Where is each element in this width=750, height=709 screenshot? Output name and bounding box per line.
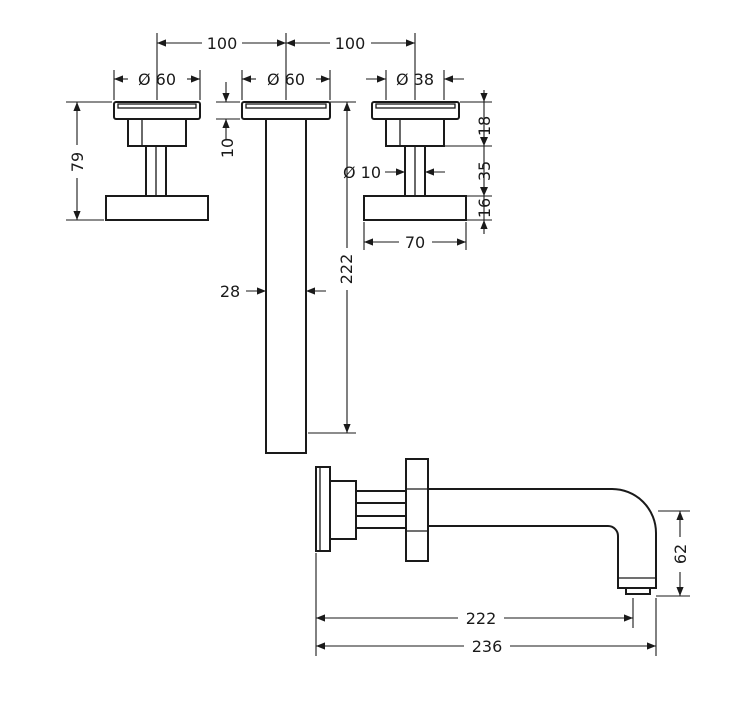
- dim-spacing-right: 100: [286, 34, 415, 53]
- dim-spacing-left: 100: [157, 34, 286, 53]
- dim-label-height-top: 18: [475, 116, 494, 136]
- dim-label-dia-handle-right: Ø 38: [396, 70, 434, 89]
- dim-right-stack: 18 35 16: [426, 90, 494, 234]
- dim-label-height-bottom: 16: [475, 198, 494, 218]
- dim-spout-drop: 62: [656, 510, 690, 597]
- dim-label-projection-spout: 222: [466, 609, 497, 628]
- dim-label-height-handle: 79: [68, 152, 87, 172]
- dim-label-spacing-right: 100: [335, 34, 366, 53]
- dim-label-height-mid: 35: [475, 161, 494, 181]
- dim-dia-spout-plate: Ø 60: [241, 70, 331, 100]
- dim-dia-handle-left: Ø 60: [113, 70, 201, 100]
- dim-label-spout-length: 222: [337, 254, 356, 285]
- dim-height-handle: 79: [66, 101, 112, 221]
- dim-label-spout-drop: 62: [671, 544, 690, 564]
- dim-dia-stem: Ø 10: [343, 163, 445, 182]
- left-handle: [105, 101, 209, 221]
- side-view: [315, 458, 657, 595]
- dim-label-cross-width: 70: [405, 233, 425, 252]
- spout-top-view: [241, 101, 331, 454]
- dim-spout-length: 222: [308, 101, 356, 434]
- dim-label-spout-width: 28: [220, 282, 240, 301]
- dim-projection-spout: 222: [316, 609, 633, 628]
- dim-spout-width: 28: [220, 282, 326, 301]
- dim-plate-depth: 10: [216, 82, 240, 158]
- dim-cross-width: 70: [363, 222, 467, 252]
- dim-label-projection-total: 236: [472, 637, 503, 656]
- dim-label-dia-handle-left: Ø 60: [138, 70, 176, 89]
- dim-label-spacing-left: 100: [207, 34, 238, 53]
- dim-label-plate-depth: 10: [218, 138, 237, 158]
- dim-projection-total: 236: [316, 637, 656, 656]
- right-handle: [363, 101, 467, 221]
- dim-dia-handle-right: Ø 38: [366, 70, 464, 100]
- dim-label-dia-spout-plate: Ø 60: [267, 70, 305, 89]
- dim-label-dia-stem: Ø 10: [343, 163, 381, 182]
